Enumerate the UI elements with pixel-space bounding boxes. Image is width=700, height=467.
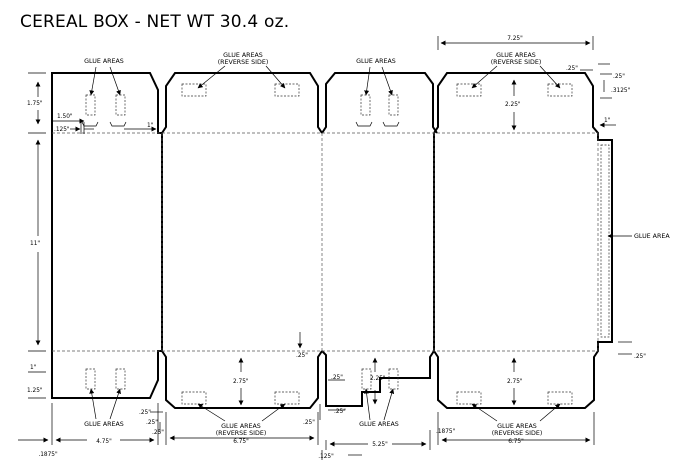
dim-025-bottom-a: .25" [139,410,151,416]
dim-125-bottom: .125" [318,454,334,460]
glue-area-label: GLUE AREA [634,233,670,240]
dim-5-25: 5.25" [372,442,388,448]
glue-label-back-bottom-rev: (REVERSE SIDE) [492,430,543,437]
dim-6-75-front: 6.75" [233,439,249,445]
dimension-labels: 7.25" .25" .25" .3125" 2.25" 1" 1.75" 1.… [27,36,646,460]
page-title: CEREAL BOX - NET WT 30.4 oz. [20,12,290,32]
dim-025-right-tab: .25" [634,354,646,360]
leader-lines [89,65,632,422]
dimension-lines [18,36,632,460]
dim-1875-back: .1875" [436,429,456,435]
dim-4-75: 4.75" [96,439,112,445]
dim-2-25-right: 2.25" [370,376,386,382]
back-panel-outline [433,72,613,409]
dim-1875-left: .1875" [38,452,58,458]
dim-11: 11" [30,241,40,247]
glue-label-left-bottom: GLUE AREAS [84,421,124,428]
dim-2-25-top: 2.25" [505,102,521,108]
fold-lines [52,132,599,352]
glue-label-front-top-rev: (REVERSE SIDE) [218,59,269,66]
dim-7-25: 7.25" [507,36,523,42]
glue-label-right-top: GLUE AREAS [356,58,396,65]
glue-label-right-bottom: GLUE AREAS [359,421,399,428]
glue-label-front-bottom-rev: (REVERSE SIDE) [216,430,267,437]
dim-6-75-back: 6.75" [508,439,524,445]
dim-025-tr: .25" [566,66,578,72]
dim-1-left-bottom: 1" [30,365,37,371]
glue-brackets [81,121,400,127]
glue-label-back-bottom: GLUE AREAS [497,423,537,430]
glue-label-back-top: GLUE AREAS [496,52,536,59]
dim-025-right-panel: .25" [334,409,346,415]
dim-025-bottom-c: .25" [152,430,164,436]
dim-1-50: 1.50" [57,114,73,120]
dim-1-right: 1" [604,118,611,124]
dim-125-left: .125" [54,127,70,133]
cut-lines [51,72,613,409]
glue-label-left-top: GLUE AREAS [84,58,124,65]
dim-1-75: 1.75" [27,101,43,107]
dim-2-75-back: 2.75" [507,379,523,385]
dim-1-25-left: 1.25" [27,388,43,394]
glue-label-back-top-rev: (REVERSE SIDE) [491,59,542,66]
right-side-panel-outline [321,72,438,407]
dim-025-front-right: .25" [303,420,315,426]
dim-2-75-front: 2.75" [233,379,249,385]
dim-025-right-top: .25" [331,375,343,381]
dim-3125: .3125" [611,88,631,94]
glue-label-front-top: GLUE AREAS [223,52,263,59]
dim-025-rt: .25" [613,74,625,80]
dim-025-front: .25" [296,353,308,359]
dim-1-left-top: 1" [147,123,154,129]
glue-labels: GLUE AREAS GLUE AREAS (REVERSE SIDE) GLU… [84,52,670,437]
glue-label-front-bottom: GLUE AREAS [221,423,261,430]
dim-025-bottom-b: .25" [146,420,158,426]
front-panel-outline [161,72,323,409]
left-side-panel-outline [51,72,163,399]
